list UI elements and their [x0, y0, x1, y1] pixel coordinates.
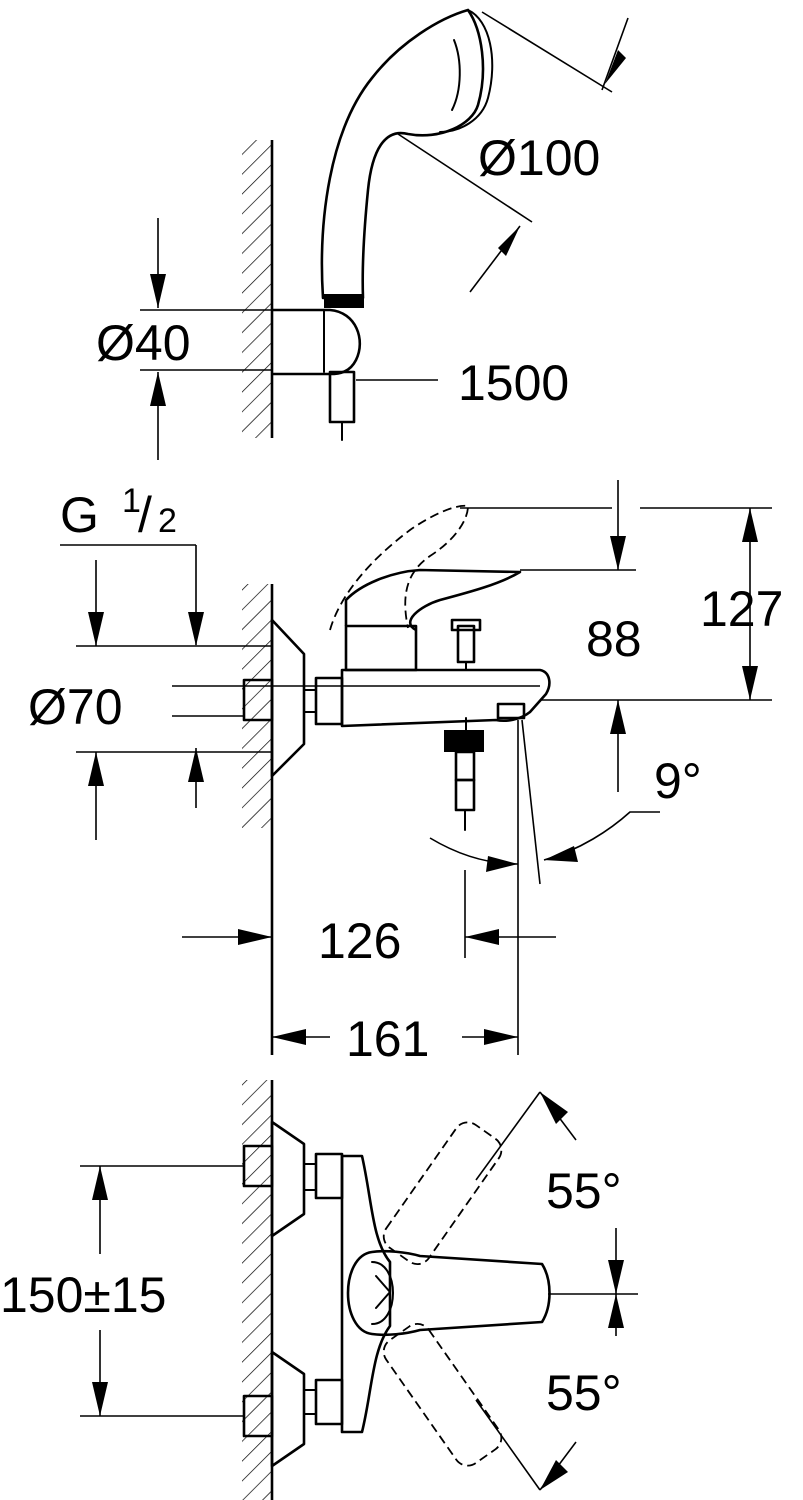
lever-base	[344, 624, 418, 672]
spout-angle-label: 9°	[654, 753, 702, 809]
lever-plan	[346, 1249, 551, 1337]
projection-outlet-label: 126	[318, 913, 401, 969]
shower-hose	[328, 370, 356, 424]
lever-raised-dashed	[329, 504, 469, 631]
body-nut	[314, 676, 344, 726]
centers-label: 150±15	[0, 1267, 166, 1323]
thread-slash: /	[138, 487, 152, 543]
escutcheon-diameter-label: Ø70	[28, 679, 123, 735]
hand-shower-view: Ø100 Ø40 1500	[96, 8, 629, 460]
hand-shower-handle	[320, 8, 485, 300]
body-nut-top	[314, 1152, 344, 1200]
plan-view: 150±15 55° 55°	[0, 1080, 638, 1500]
lever-height-total-label: 127	[700, 581, 783, 637]
escutcheon-bottom	[270, 1350, 306, 1468]
escutcheon-top	[270, 1120, 306, 1238]
shower-head-face	[439, 9, 494, 133]
lever-rotation-bottom-label: 55°	[546, 1365, 622, 1421]
lever	[344, 568, 522, 632]
thread-label: G	[60, 487, 99, 543]
wall-hatch-bottom	[242, 1080, 272, 1500]
holder-diameter-label: Ø40	[96, 315, 191, 371]
thread-denominator: 2	[158, 502, 177, 540]
mixer-body-plan	[340, 1154, 392, 1434]
projection-total-label: 161	[346, 1011, 429, 1067]
wall-nut	[242, 678, 274, 722]
lever-rotated-dashed-bottom	[382, 1323, 503, 1467]
hose-length-label: 1500	[458, 355, 569, 411]
shower-outlet-connector	[444, 730, 484, 752]
escutcheon	[270, 618, 306, 778]
shower-handle-grip	[324, 294, 364, 308]
handshower-diameter-label: Ø100	[478, 130, 600, 186]
side-view: G 1 / 2 Ø70 127 88	[28, 480, 783, 1067]
lever-rotation-top-label: 55°	[546, 1163, 622, 1219]
thread-numerator: 1	[122, 482, 141, 520]
mixer-body	[340, 668, 551, 728]
diverter-knob	[456, 624, 476, 664]
lever-height-label: 88	[586, 611, 642, 667]
shower-holder	[272, 308, 362, 376]
wall-hatch-top	[242, 140, 272, 438]
outlet-nozzle	[496, 702, 526, 720]
body-nut-bottom	[314, 1378, 344, 1426]
wall-hatch-middle	[242, 584, 272, 828]
lever-rotated-dashed-top	[382, 1121, 503, 1265]
shower-head-spray	[451, 39, 461, 111]
